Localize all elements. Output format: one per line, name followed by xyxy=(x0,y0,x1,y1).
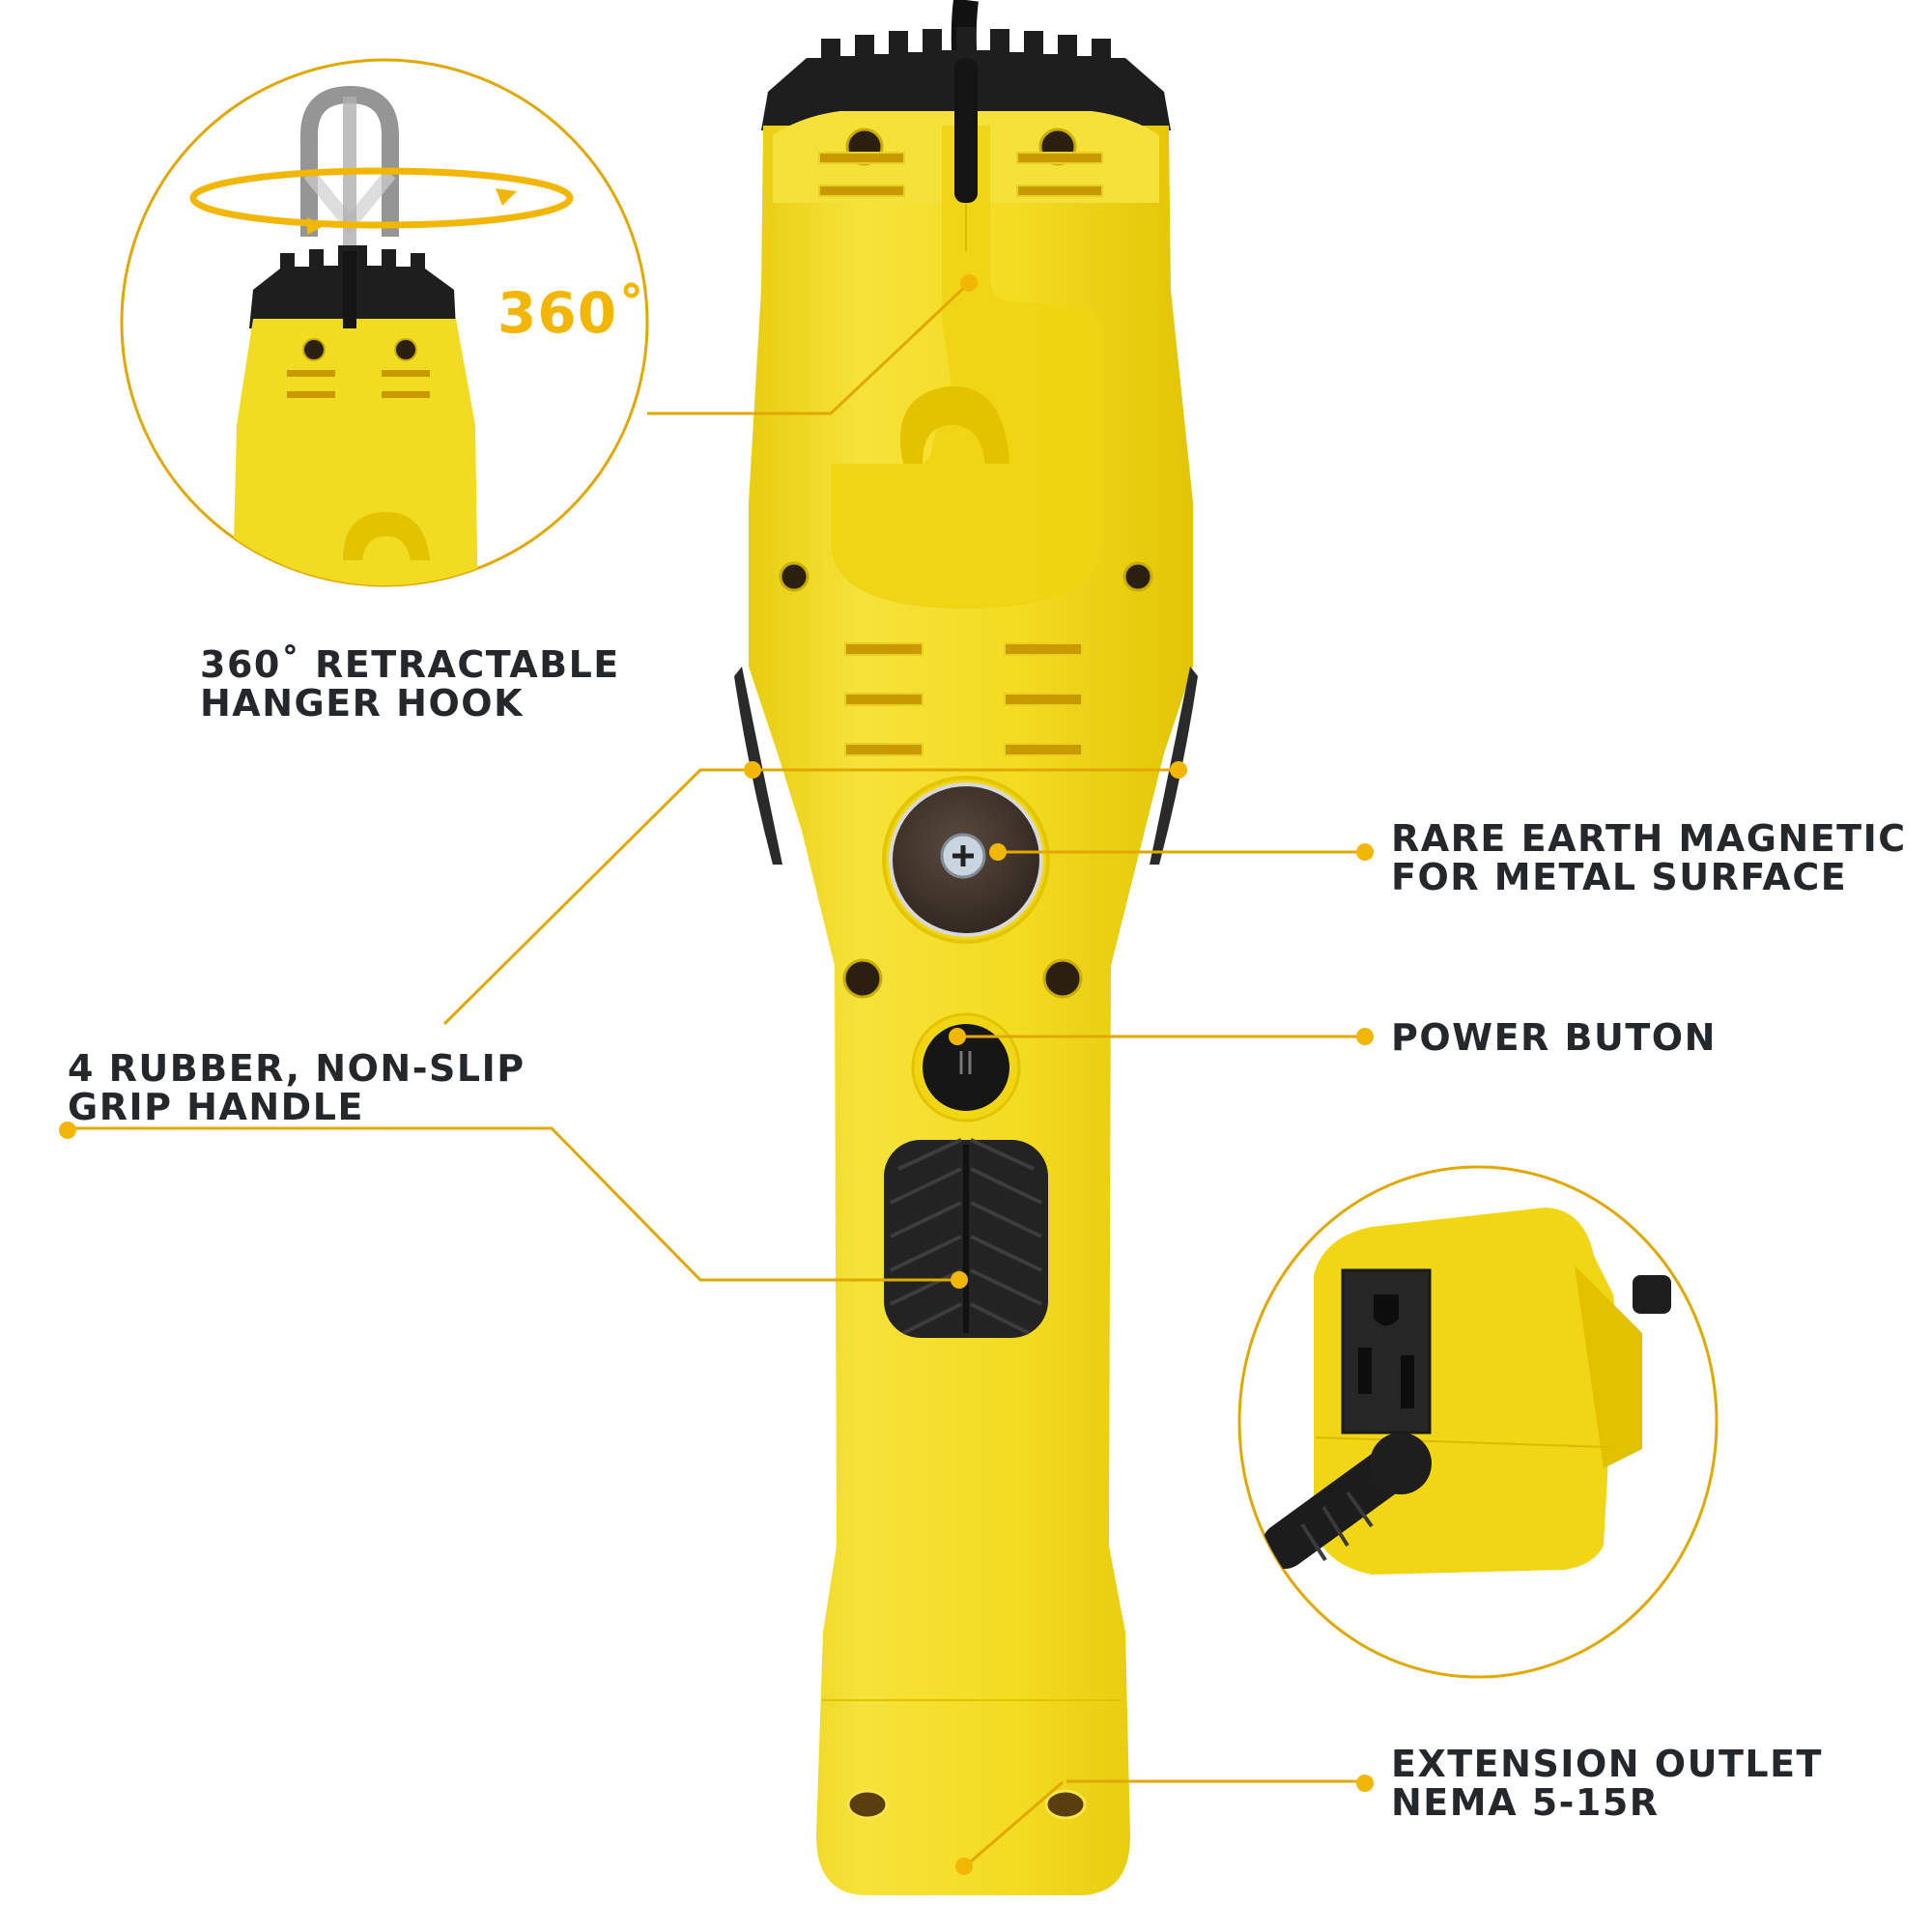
left-grip-callout-dot xyxy=(744,761,761,779)
grip-label-line-2: GRIP HANDLE xyxy=(68,1086,364,1128)
magnet-label-line-2: FOR METAL SURFACE xyxy=(1391,856,1848,898)
hook-label-line-2: HANGER HOOK xyxy=(200,682,525,724)
outlet-feature-label: EXTENSION OUTLET NEMA 5-15R xyxy=(1391,1745,1823,1822)
hook-feature-label: 360˚ RETRACTABLE HANGER HOOK xyxy=(200,645,620,723)
magnet-label-line-1: RARE EARTH MAGNETIC xyxy=(1391,817,1907,860)
outlet-detail-inset xyxy=(1237,1165,1719,1679)
outlet-label-line-1: EXTENSION OUTLET xyxy=(1391,1743,1823,1785)
hook-detail-inset xyxy=(120,58,649,587)
power-label-line-1: POWER BUTON xyxy=(1391,1016,1717,1059)
grip-label-line-1: 4 RUBBER, NON-SLIP xyxy=(68,1047,526,1090)
callout-dots xyxy=(59,274,1374,1875)
outlet-label-dot xyxy=(1356,1775,1374,1792)
power-feature-label: POWER BUTON xyxy=(1391,1018,1717,1057)
callout-lines xyxy=(68,281,1365,1869)
outlet-label-line-2: NEMA 5-15R xyxy=(1391,1781,1660,1824)
power-label-dot xyxy=(1356,1028,1374,1045)
magnet-callout-dot xyxy=(989,843,1007,861)
magnet-label-dot xyxy=(1356,843,1374,861)
grip-feature-label: 4 RUBBER, NON-SLIP GRIP HANDLE xyxy=(68,1049,526,1126)
hook-callout-dot xyxy=(960,274,978,292)
grip-pad-callout-dot xyxy=(951,1271,968,1289)
outlet-callout-dot xyxy=(955,1858,973,1875)
hook-label-line-1: 360˚ RETRACTABLE xyxy=(200,643,620,686)
magnet-feature-label: RARE EARTH MAGNETIC FOR METAL SURFACE xyxy=(1391,819,1907,896)
grip-label-dot xyxy=(59,1122,76,1139)
power-callout-dot xyxy=(949,1028,966,1045)
rotation-360-badge: 360˚ xyxy=(497,280,647,346)
right-grip-callout-dot xyxy=(1170,761,1187,779)
